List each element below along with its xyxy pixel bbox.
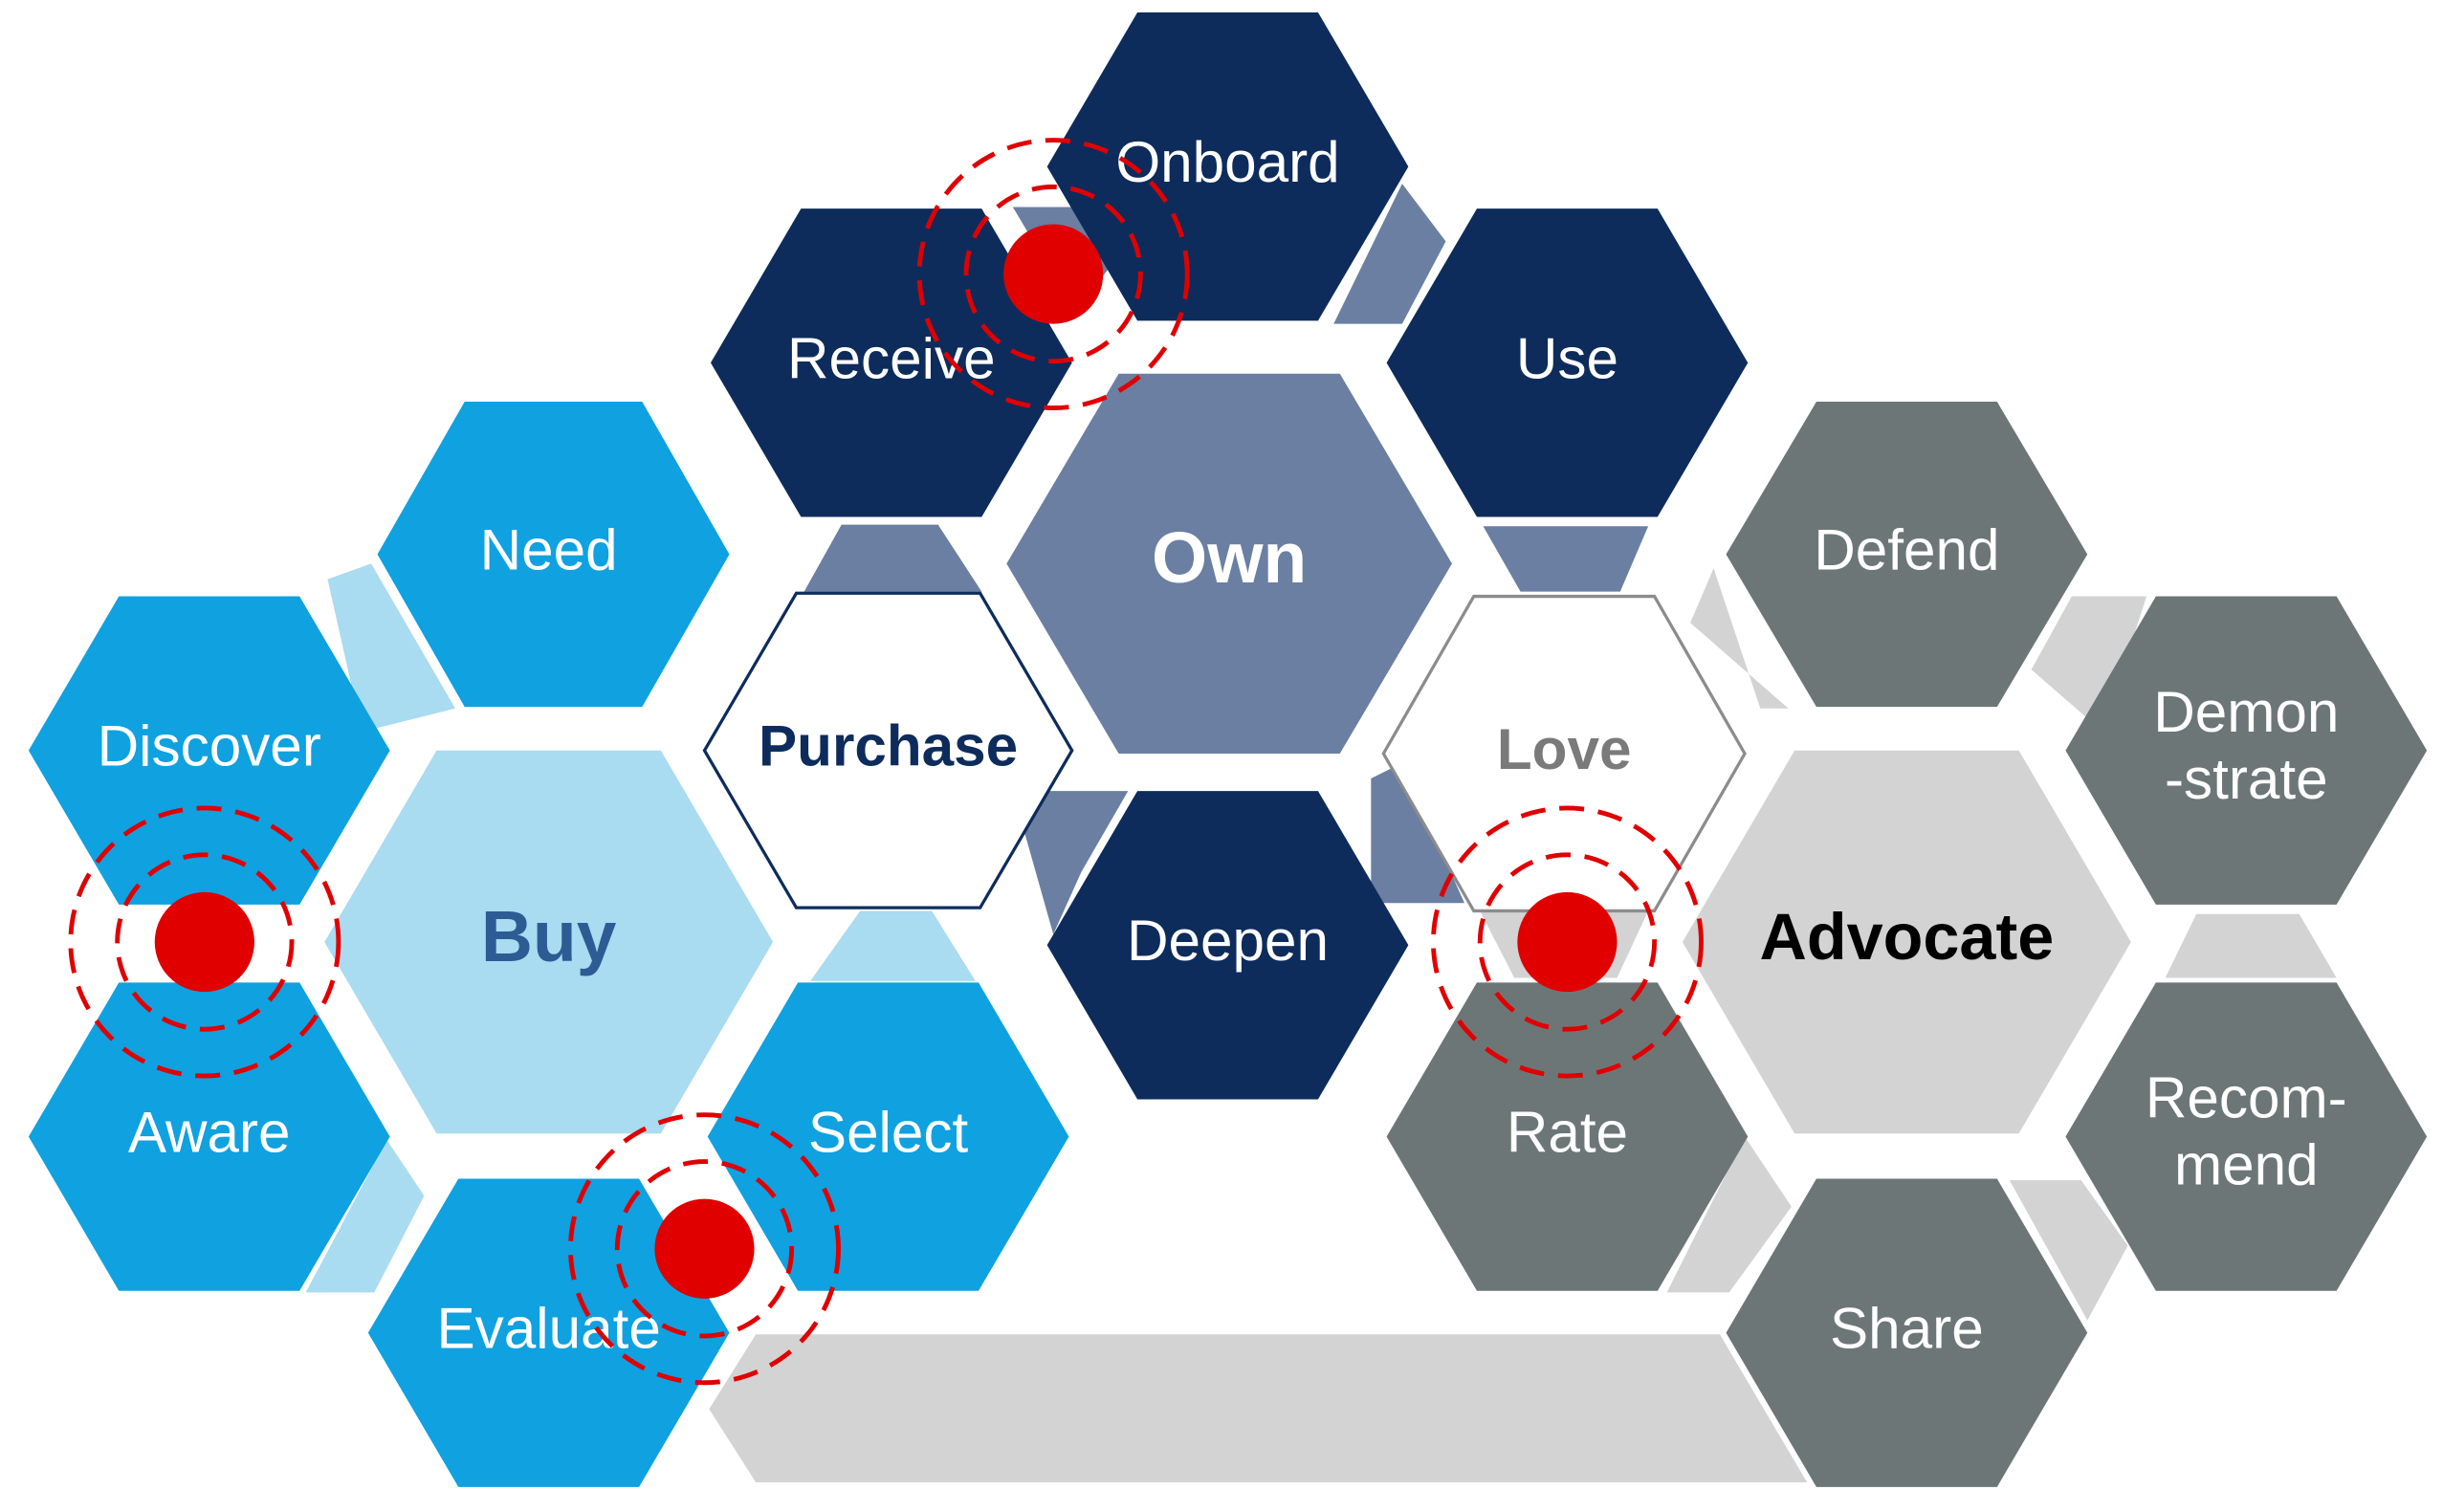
hex-select-label: Select bbox=[808, 1099, 969, 1164]
connector-evaluate-share-band bbox=[709, 1334, 1808, 1482]
connector-demonstrate-recommend bbox=[2165, 913, 2337, 978]
hex-deepen[interactable]: Deepen bbox=[1046, 791, 1409, 1100]
hex-own-label: Own bbox=[1152, 517, 1307, 598]
hex-buy-label: Buy bbox=[481, 896, 617, 976]
hex-aware[interactable]: Aware bbox=[28, 982, 390, 1291]
hex-evaluate[interactable]: Evaluate bbox=[367, 1178, 730, 1487]
connector-deepen-love bbox=[1371, 762, 1464, 904]
hex-share-label: Share bbox=[1830, 1296, 1984, 1361]
hex-discover[interactable]: Discover bbox=[28, 596, 390, 905]
hex-evaluate-label: Evaluate bbox=[436, 1296, 660, 1361]
connector-bands bbox=[305, 184, 2337, 1482]
hex-share[interactable]: Share bbox=[1726, 1178, 2088, 1487]
connector-defend-advocate bbox=[1690, 568, 1789, 709]
hex-purchase-label: Purchase bbox=[759, 713, 1018, 778]
connector-receive-purchase bbox=[803, 524, 982, 592]
hex-select[interactable]: Select bbox=[707, 982, 1069, 1291]
hex-recommend-label-2: mend bbox=[2174, 1132, 2319, 1197]
connector-aware-evaluate bbox=[305, 1139, 425, 1293]
pain-point-marker-receive-onboard bbox=[916, 138, 1190, 411]
hex-receive[interactable]: Receive bbox=[710, 208, 1072, 517]
hex-discover-label: Discover bbox=[98, 713, 321, 778]
hex-receive-label: Receive bbox=[787, 325, 996, 390]
connector-buy-select bbox=[810, 910, 976, 981]
hex-recommend-label-1: Recom- bbox=[2146, 1065, 2347, 1130]
connector-purchase-deepen bbox=[1012, 791, 1129, 934]
hex-demonstrate[interactable]: Demon -strate bbox=[2065, 596, 2428, 905]
hex-use-label: Use bbox=[1516, 325, 1618, 390]
hex-need[interactable]: Need bbox=[377, 402, 730, 708]
connector-recommend-share bbox=[2009, 1180, 2128, 1321]
connector-defend-demonstrate bbox=[2031, 596, 2147, 733]
pain-point-marker-evaluate-select bbox=[568, 1112, 841, 1386]
hex-purchase[interactable]: Purchase bbox=[702, 591, 1074, 909]
connector-need-discover bbox=[327, 563, 455, 733]
hex-demonstrate-label-2: -strate bbox=[2165, 746, 2328, 811]
hex-use[interactable]: Use bbox=[1386, 208, 1749, 517]
hex-defend-label: Defend bbox=[1814, 517, 1999, 582]
hex-buy[interactable]: Buy bbox=[324, 750, 774, 1134]
connector-rate-share bbox=[1666, 1136, 1792, 1293]
hex-love-label: Love bbox=[1497, 716, 1632, 781]
hex-defend[interactable]: Defend bbox=[1726, 402, 2088, 708]
hex-love[interactable]: Love bbox=[1381, 594, 1747, 913]
connector-onboard-use bbox=[1333, 184, 1446, 324]
hex-aware-label: Aware bbox=[128, 1099, 291, 1164]
hex-deepen-label: Deepen bbox=[1127, 908, 1329, 973]
hex-recommend[interactable]: Recom- mend bbox=[2065, 982, 2428, 1291]
hex-onboard-label: Onboard bbox=[1115, 129, 1339, 194]
hex-advocate-label: Advocate bbox=[1759, 901, 2054, 974]
pain-point-marker-love-rate bbox=[1430, 805, 1704, 1079]
hex-own[interactable]: Own bbox=[1006, 373, 1452, 754]
pain-point-marker-discover-aware bbox=[68, 805, 341, 1079]
connector-use-love bbox=[1483, 526, 1649, 592]
hex-advocate[interactable]: Advocate bbox=[1682, 750, 2131, 1134]
hex-need-label: Need bbox=[480, 517, 618, 582]
hex-rate[interactable]: Rate bbox=[1386, 982, 1749, 1291]
hex-rate-label: Rate bbox=[1507, 1099, 1628, 1164]
hex-demonstrate-label-1: Demon bbox=[2153, 679, 2339, 744]
